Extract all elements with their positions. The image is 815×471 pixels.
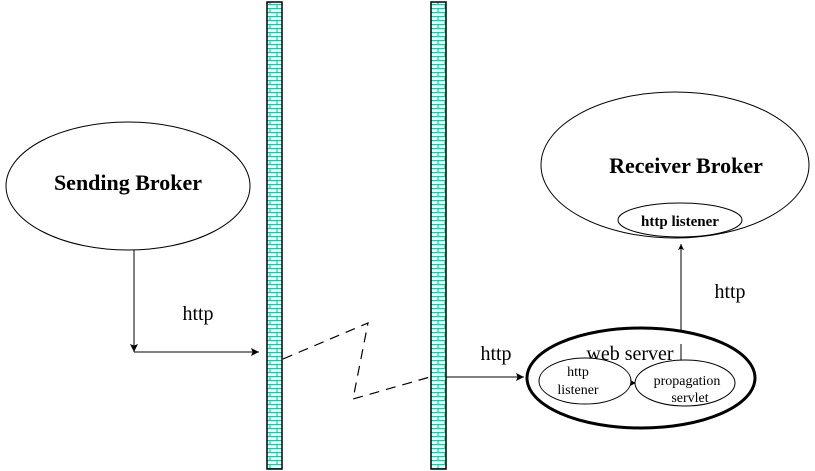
sending-broker-label: Sending Broker bbox=[54, 170, 202, 195]
propagation-servlet-line1: propagation bbox=[654, 374, 721, 389]
web-server-node: web server http listener propagation ser… bbox=[525, 326, 757, 430]
edge-label-http-1: http bbox=[182, 303, 213, 325]
receiver-broker-node: Receiver Broker http listener bbox=[540, 91, 810, 239]
internet-dashed-path bbox=[282, 322, 431, 400]
edge-firewall-to-webserver: http bbox=[446, 343, 524, 381]
receiver-http-listener-node: http listener bbox=[617, 202, 743, 238]
edge-label-http-2: http bbox=[480, 343, 511, 365]
propagation-servlet-node: propagation servlet bbox=[634, 359, 736, 407]
receiver-broker-label: Receiver Broker bbox=[609, 153, 763, 178]
edge-label-http-3: http bbox=[714, 281, 745, 303]
propagation-servlet-line2: servlet bbox=[671, 391, 708, 406]
sending-broker-node: Sending Broker bbox=[5, 121, 251, 251]
receiver-http-listener-label: http listener bbox=[641, 214, 719, 230]
firewall-left bbox=[266, 1, 283, 470]
web-http-listener-node: http listener bbox=[538, 357, 632, 405]
web-http-listener-line1: http bbox=[567, 365, 589, 380]
web-server-label: web server bbox=[586, 343, 674, 365]
firewall-right bbox=[430, 1, 447, 470]
edge-sender-to-firewall: http bbox=[130, 250, 259, 356]
web-http-listener-line2: listener bbox=[557, 383, 599, 398]
